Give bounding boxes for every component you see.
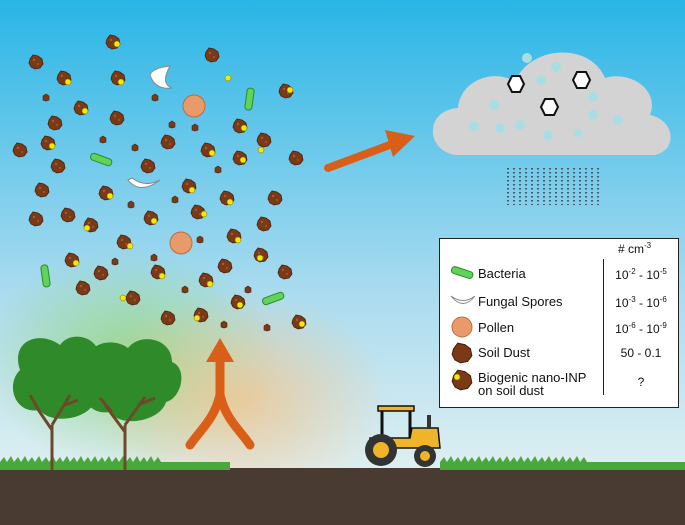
- legend-name-line2: on soil dust: [478, 383, 544, 398]
- conc-sep: -: [635, 268, 647, 282]
- legend-name: Soil Dust: [478, 345, 531, 360]
- legend-unit-exp: -3: [644, 241, 652, 250]
- legend-unit-header: # cm-3: [618, 241, 651, 256]
- pollen-swatch-icon: [451, 316, 473, 338]
- conc-sep: -: [635, 322, 647, 336]
- legend-row-nano-inp: Biogenic nano-INP on soil dust ?: [440, 367, 680, 401]
- conc-a-base: 10: [615, 322, 629, 336]
- legend-conc: 10-6 - 10-9: [603, 321, 679, 336]
- conc-sep: -: [635, 296, 647, 310]
- pollen-particles: [169, 94, 206, 255]
- cloud-icon: [432, 52, 671, 205]
- fungal-spore-swatch-icon: [450, 295, 476, 304]
- legend-row-pollen: Pollen 10-6 - 10-9: [440, 315, 680, 339]
- conc-b-base: 10: [646, 322, 660, 336]
- conc-b-base: 10: [646, 296, 660, 310]
- conc-a-exp: -6: [628, 321, 636, 330]
- legend-name: Pollen: [478, 320, 515, 335]
- conc-b-exp: -5: [659, 267, 667, 276]
- grass-left: [0, 462, 230, 470]
- conc-a-base: 10: [615, 296, 629, 310]
- arrow-icon: [324, 130, 415, 172]
- legend-name: Fungal Spores: [478, 294, 563, 309]
- dust-haze: [90, 290, 390, 510]
- soil-dust-swatch-icon: [451, 342, 473, 364]
- legend-row-soil-dust: Soil Dust 50 - 0.1: [440, 341, 680, 365]
- legend-row-bacteria: Bacteria 10-2 - 10-5: [440, 261, 680, 285]
- upward-arrow-icon: [185, 338, 255, 450]
- bacteria-swatch-icon: [450, 266, 474, 279]
- ice-crystal-icon: [506, 71, 592, 116]
- legend-name-line1: Biogenic nano-INP: [478, 370, 587, 385]
- grass-blades-right: [440, 456, 587, 462]
- legend-table: # cm-3 Bacteria 10-2 - 10-5 Fungal Spore…: [439, 238, 679, 408]
- nano-inp-particles: [48, 40, 306, 328]
- grass-right: [440, 462, 685, 470]
- grass-blades-left: [0, 456, 161, 462]
- conc-a-exp: -2: [628, 267, 636, 276]
- conc-a-exp: -3: [628, 295, 636, 304]
- fungal-spore-particles: [127, 65, 173, 188]
- legend-conc: 10-3 - 10-6: [603, 295, 679, 310]
- tree-icon: [82, 339, 182, 470]
- legend-unit-base: # cm: [618, 242, 645, 256]
- airborne-particles: [12, 34, 307, 332]
- legend-conc: 10-2 - 10-5: [603, 267, 679, 282]
- legend-name: Bacteria: [478, 266, 526, 281]
- legend-conc: ?: [637, 375, 645, 389]
- cloud-droplets: [469, 53, 623, 140]
- conc-b-exp: -6: [659, 295, 667, 304]
- legend-row-fungal-spores: Fungal Spores 10-3 - 10-6: [440, 289, 680, 313]
- bacteria-particles: [40, 87, 285, 306]
- ground: [0, 468, 685, 525]
- nano-inp-swatch-icon: [451, 369, 473, 391]
- legend-conc: 50 - 0.1: [620, 346, 662, 360]
- conc-b-base: 10: [646, 268, 660, 282]
- conc-a-base: 10: [615, 268, 629, 282]
- conc-b-exp: -9: [659, 321, 667, 330]
- legend-divider: [603, 259, 604, 395]
- tractor-icon: [365, 405, 441, 467]
